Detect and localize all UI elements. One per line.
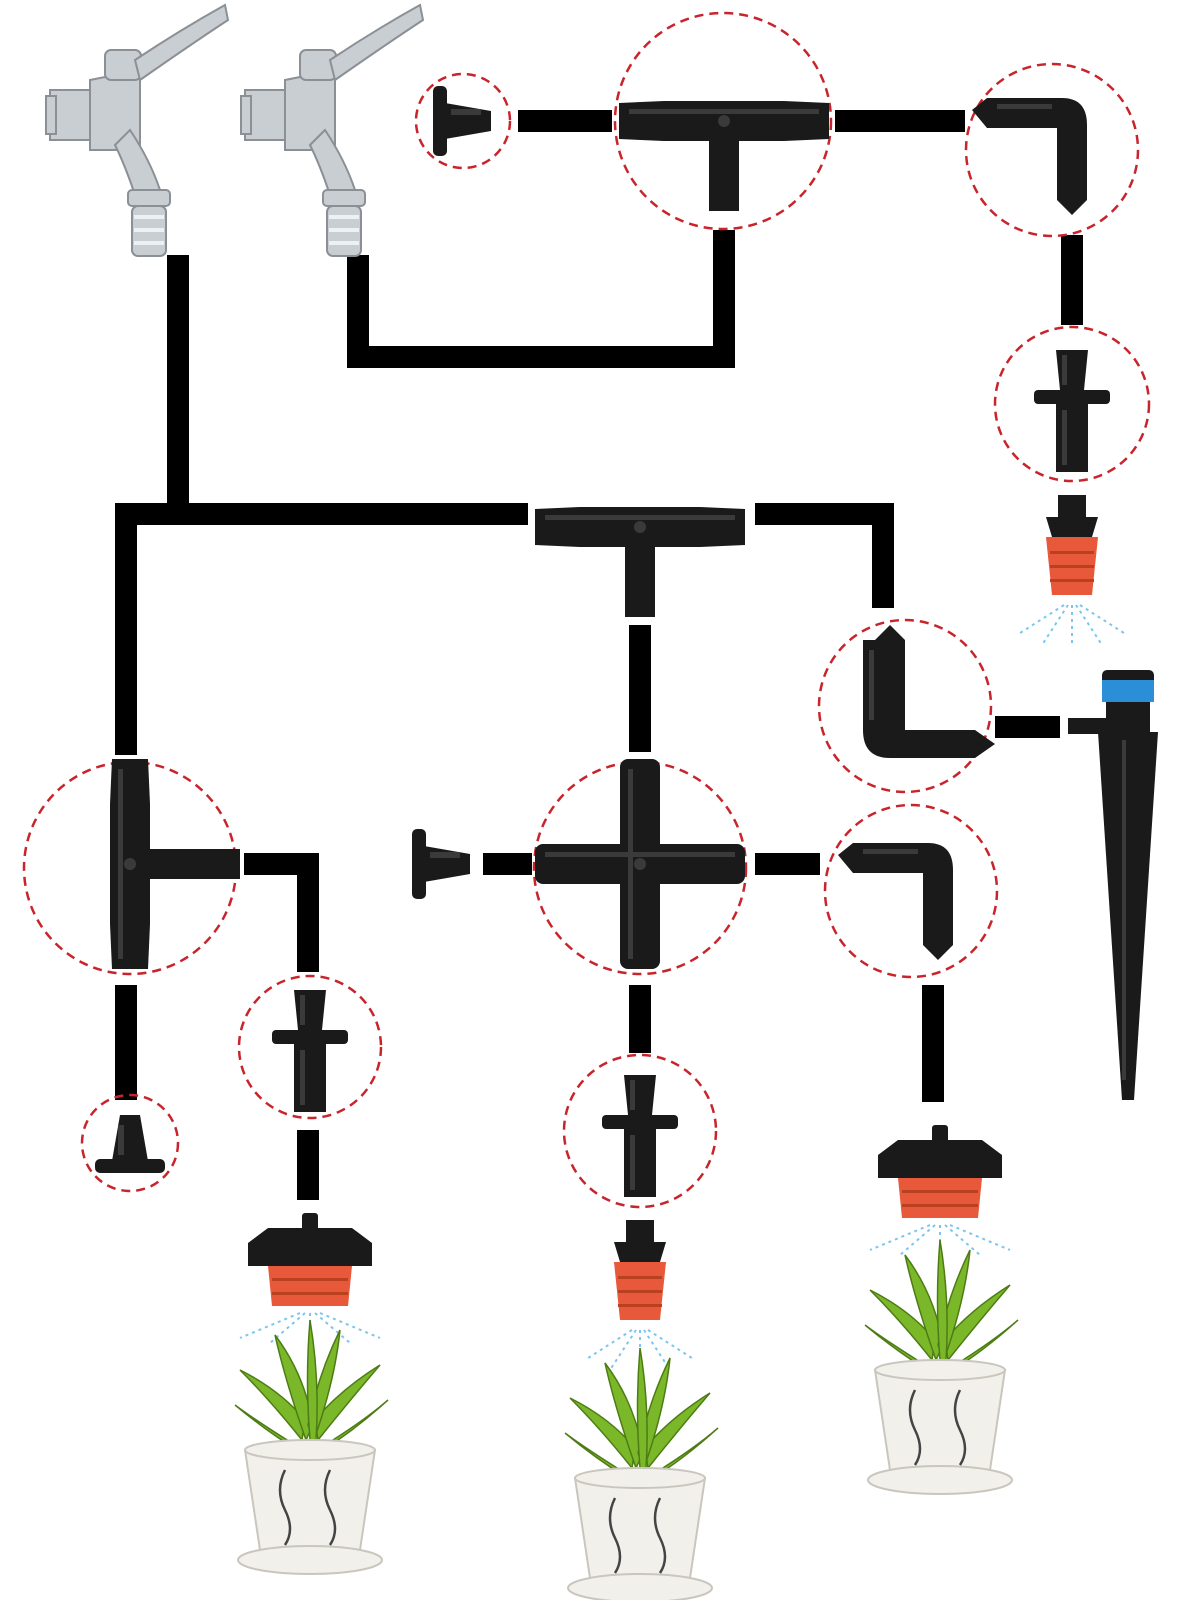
mist-nozzle-icon — [1016, 494, 1128, 646]
highlight-ring-coupler-center — [562, 1053, 718, 1209]
potted-plant-icon — [863, 1238, 1020, 1496]
tee-connector-icon — [110, 759, 240, 969]
highlight-ring-coupler-top-right — [993, 325, 1151, 483]
cross-connector-icon — [535, 759, 745, 969]
end-plug-icon — [95, 1115, 165, 1173]
tee-connector-icon — [535, 507, 745, 617]
highlight-ring-elbow-lower-right — [823, 803, 999, 979]
highlight-ring-end-plug-top — [414, 72, 512, 170]
adjustable-dripper-icon — [869, 1124, 1011, 1256]
potted-plant-icon — [563, 1346, 720, 1600]
highlight-ring-elbow-top-right — [964, 62, 1140, 238]
highlight-ring-tee-top — [613, 11, 833, 231]
highlight-rings — [22, 11, 1151, 1209]
faucet-icon — [45, 4, 229, 257]
barbed-coupler-icon — [1034, 350, 1110, 472]
barbed-coupler-icon — [602, 1075, 678, 1197]
potted-plant-icon — [233, 1318, 390, 1576]
end-plug-icon — [433, 86, 491, 156]
highlight-ring-end-plug-left — [80, 1093, 180, 1193]
faucet-icon — [240, 4, 424, 257]
elbow-connector-icon — [972, 98, 1087, 215]
stake-sprinkler-icon — [1068, 670, 1158, 1100]
pipe-network — [115, 110, 1083, 1200]
elbow-connector-icon — [838, 843, 953, 960]
highlight-ring-elbow-middle-right — [817, 618, 993, 794]
mist-nozzle-icon — [584, 1219, 696, 1371]
end-plug-icon — [412, 829, 470, 899]
highlight-ring-coupler-left — [237, 974, 383, 1120]
elbow-connector-icon — [863, 625, 995, 758]
tee-connector-icon — [619, 101, 829, 211]
barbed-coupler-icon — [272, 990, 348, 1112]
